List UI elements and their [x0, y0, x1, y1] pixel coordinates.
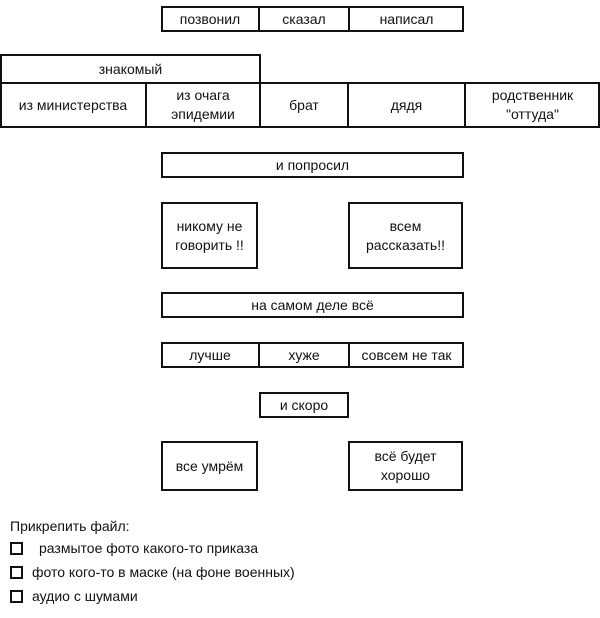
- option-all-good[interactable]: всё будет хорошо: [374, 448, 437, 483]
- divider: [347, 82, 349, 128]
- tell-no-one-box: [161, 202, 258, 269]
- all-die-box: [161, 441, 258, 491]
- option-better[interactable]: лучше: [189, 346, 231, 363]
- divider: [348, 6, 350, 32]
- actually-box: [161, 292, 464, 318]
- attach-option-label: аудио с шумами: [32, 588, 138, 604]
- option-acquaintance[interactable]: знакомый: [98, 60, 163, 77]
- attach-option-label: размытое фото какого-то приказа: [39, 540, 259, 556]
- attach-file-title: Прикрепить файл:: [10, 518, 130, 534]
- checkbox-icon[interactable]: [10, 541, 23, 555]
- attach-option[interactable]: фото кого-то в маске (на фоне военных): [10, 564, 295, 580]
- option-uncle[interactable]: дядя: [390, 96, 423, 113]
- option-wrote[interactable]: написал: [379, 10, 434, 27]
- contact-method-row: [161, 6, 464, 32]
- divider: [258, 6, 260, 32]
- option-actually[interactable]: на самом деле всё: [251, 296, 374, 313]
- asked-box: [161, 152, 464, 178]
- option-soon[interactable]: и скоро: [279, 396, 329, 413]
- option-tell-no-one[interactable]: никому не говорить !!: [175, 217, 244, 253]
- option-asked[interactable]: и попросил: [275, 156, 350, 173]
- attach-option[interactable]: размытое фото какого-то приказа: [10, 540, 258, 556]
- option-tell-everyone[interactable]: всем рассказать!!: [365, 217, 446, 253]
- divider: [348, 342, 350, 368]
- option-not-so[interactable]: совсем не так: [361, 346, 452, 363]
- checkbox-icon[interactable]: [10, 565, 23, 579]
- option-called[interactable]: позвонил: [179, 10, 241, 27]
- comparison-row: [161, 342, 464, 368]
- all-good-box: [348, 441, 463, 491]
- checkbox-icon[interactable]: [10, 589, 23, 603]
- option-epicenter[interactable]: из очага эпидемии: [171, 87, 235, 122]
- option-worse[interactable]: хуже: [288, 346, 320, 363]
- divider: [145, 82, 147, 128]
- option-said[interactable]: сказал: [282, 10, 326, 27]
- divider: [258, 342, 260, 368]
- soon-box: [259, 392, 349, 418]
- attach-option[interactable]: аудио с шумами: [10, 588, 138, 604]
- option-brother[interactable]: брат: [289, 96, 319, 113]
- attach-option-label: фото кого-то в маске (на фоне военных): [32, 564, 295, 580]
- source-row: [0, 82, 600, 128]
- divider: [464, 82, 466, 128]
- divider: [259, 82, 261, 128]
- option-ministry[interactable]: из министерства: [18, 96, 128, 113]
- option-all-die[interactable]: все умрём: [175, 457, 244, 474]
- tell-everyone-box: [348, 202, 463, 269]
- option-relative-there[interactable]: родственник "оттуда": [491, 87, 574, 122]
